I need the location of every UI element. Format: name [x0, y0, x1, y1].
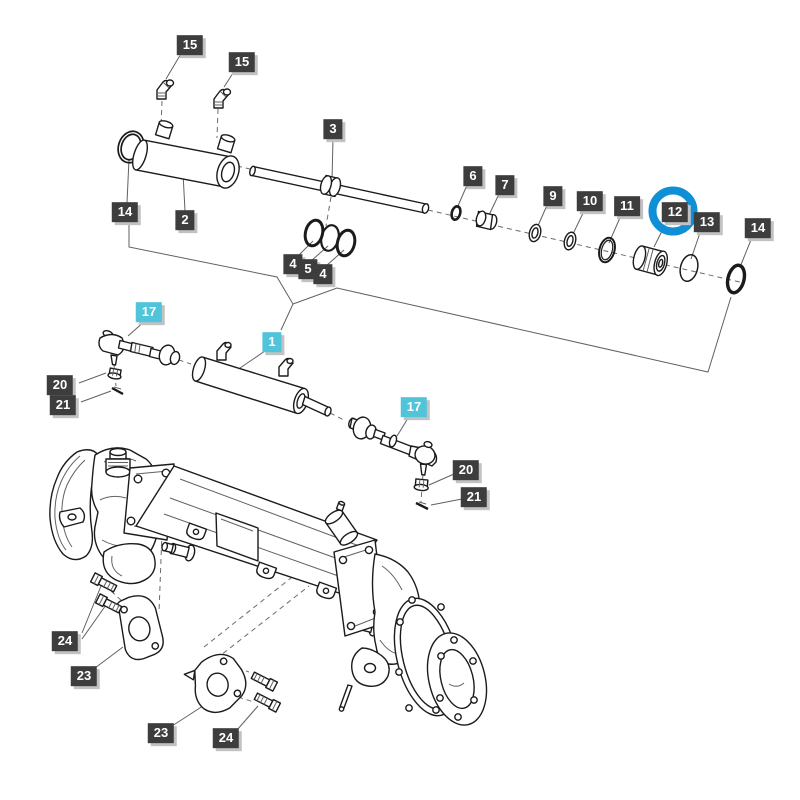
elbow-fitting-15-b	[213, 88, 232, 109]
o-ring-13	[679, 253, 699, 283]
tie-rod-right-17	[348, 416, 438, 476]
differential-cover	[49, 449, 102, 561]
gasket-plate-23-left	[116, 595, 164, 661]
part-label-7[interactable]: 7	[495, 175, 515, 195]
part-label-20-right[interactable]: 20	[452, 460, 480, 480]
part-label-1[interactable]: 1	[262, 332, 282, 352]
axle-lug	[256, 561, 278, 580]
leader-lines	[78, 51, 754, 731]
axle-lug	[316, 581, 338, 600]
part-label-24-b[interactable]: 24	[212, 728, 240, 748]
gland-12	[632, 245, 669, 277]
steering-cylinder-1	[191, 341, 332, 417]
part-label-4-a[interactable]: 4	[283, 254, 303, 274]
tie-rod-end-left-17	[98, 330, 181, 366]
part-label-13[interactable]: 13	[693, 212, 721, 232]
part-label-14-left[interactable]: 14	[111, 202, 139, 222]
part-label-5[interactable]: 5	[298, 259, 318, 279]
part-label-6[interactable]: 6	[463, 166, 483, 186]
part-label-17-left[interactable]: 17	[135, 302, 163, 322]
part-label-21-left[interactable]: 21	[49, 395, 77, 415]
part-label-23-a[interactable]: 23	[70, 666, 98, 686]
part-label-10[interactable]: 10	[576, 191, 604, 211]
mounting-bolt-24-a	[89, 572, 118, 593]
part-label-2[interactable]: 2	[175, 210, 195, 230]
axle-beam	[135, 465, 378, 595]
o-ring-14-right	[725, 263, 747, 295]
part-label-17-right[interactable]: 17	[400, 397, 428, 417]
castle-nut-20-left	[107, 367, 122, 380]
bushing-7	[475, 210, 498, 231]
o-ring-6	[450, 205, 462, 221]
cylinder-barrel-2	[131, 120, 240, 189]
part-label-15-b[interactable]: 15	[228, 52, 256, 72]
cotter-pin-21-left	[111, 386, 124, 396]
mounting-bolt-24-d	[253, 692, 282, 713]
part-label-20-left[interactable]: 20	[46, 375, 74, 395]
mounting-bolt-24-c	[250, 671, 279, 692]
seal-kit-parts	[450, 205, 747, 295]
cotter-pin-21-right	[415, 501, 429, 511]
part-label-23-b[interactable]: 23	[147, 723, 175, 743]
axle-lug	[186, 522, 208, 541]
seal-10	[563, 231, 577, 251]
part-label-14-right[interactable]: 14	[744, 218, 772, 238]
elbow-fitting-15-a	[156, 79, 175, 100]
seal-9	[528, 223, 542, 243]
ring-11	[598, 236, 616, 264]
pivot-pin-front	[161, 541, 196, 562]
part-label-11[interactable]: 11	[614, 196, 640, 216]
part-label-4-b[interactable]: 4	[313, 264, 333, 284]
piston-rod-3	[249, 165, 430, 214]
wheel-hub-flange	[426, 632, 488, 726]
part-label-3[interactable]: 3	[323, 119, 343, 139]
kingpin-boss-right	[324, 500, 359, 546]
front-axle-housing	[49, 447, 488, 726]
part-label-12[interactable]: 12	[661, 202, 689, 222]
highlight-circle	[648, 186, 698, 236]
part-label-21-right[interactable]: 21	[460, 487, 488, 507]
gasket-plate-23-bottom	[183, 653, 247, 714]
mounting-bolt-24-b	[94, 593, 123, 614]
o-rings-4-5-4	[303, 218, 357, 258]
part-label-24-a[interactable]: 24	[51, 631, 79, 651]
group-bracket	[128, 222, 732, 373]
part-label-15-a[interactable]: 15	[176, 35, 204, 55]
castle-nut-20-right	[413, 478, 429, 492]
part-label-9[interactable]: 9	[543, 186, 563, 206]
